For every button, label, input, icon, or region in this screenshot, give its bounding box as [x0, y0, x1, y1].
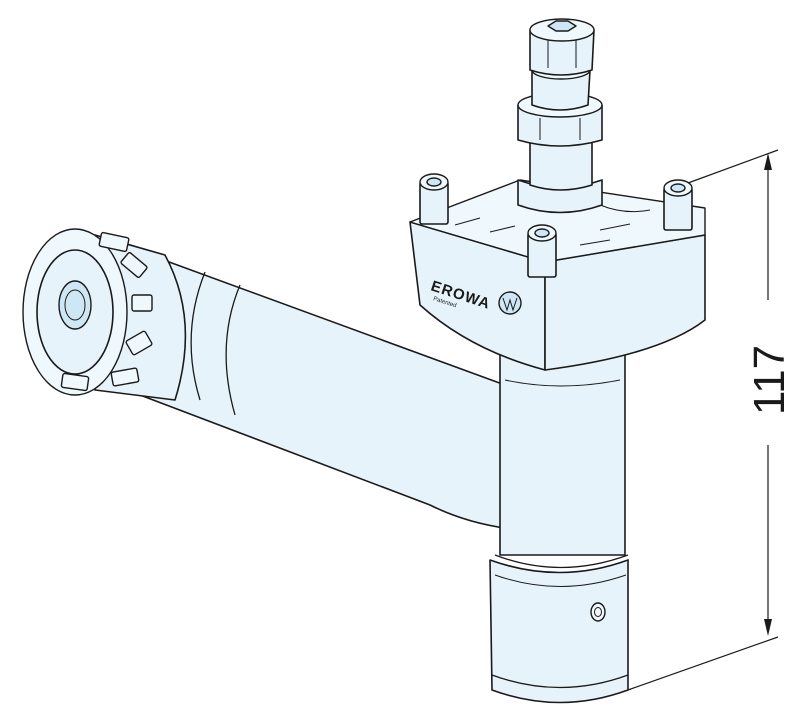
collet-nut: [22, 228, 187, 401]
hex-screw-front: [527, 224, 557, 278]
hex-screw-left: [419, 173, 449, 225]
bottom-cylinder: [489, 559, 629, 704]
brand-logo-icon: [498, 291, 522, 315]
vertical-body: [494, 339, 629, 569]
dimension-117: 117: [627, 149, 794, 691]
hex-screw-right: [663, 179, 693, 231]
clamping-head: EROWA Patented: [409, 179, 706, 371]
pull-stud: [517, 18, 603, 214]
dimension-value: 117: [745, 345, 794, 415]
